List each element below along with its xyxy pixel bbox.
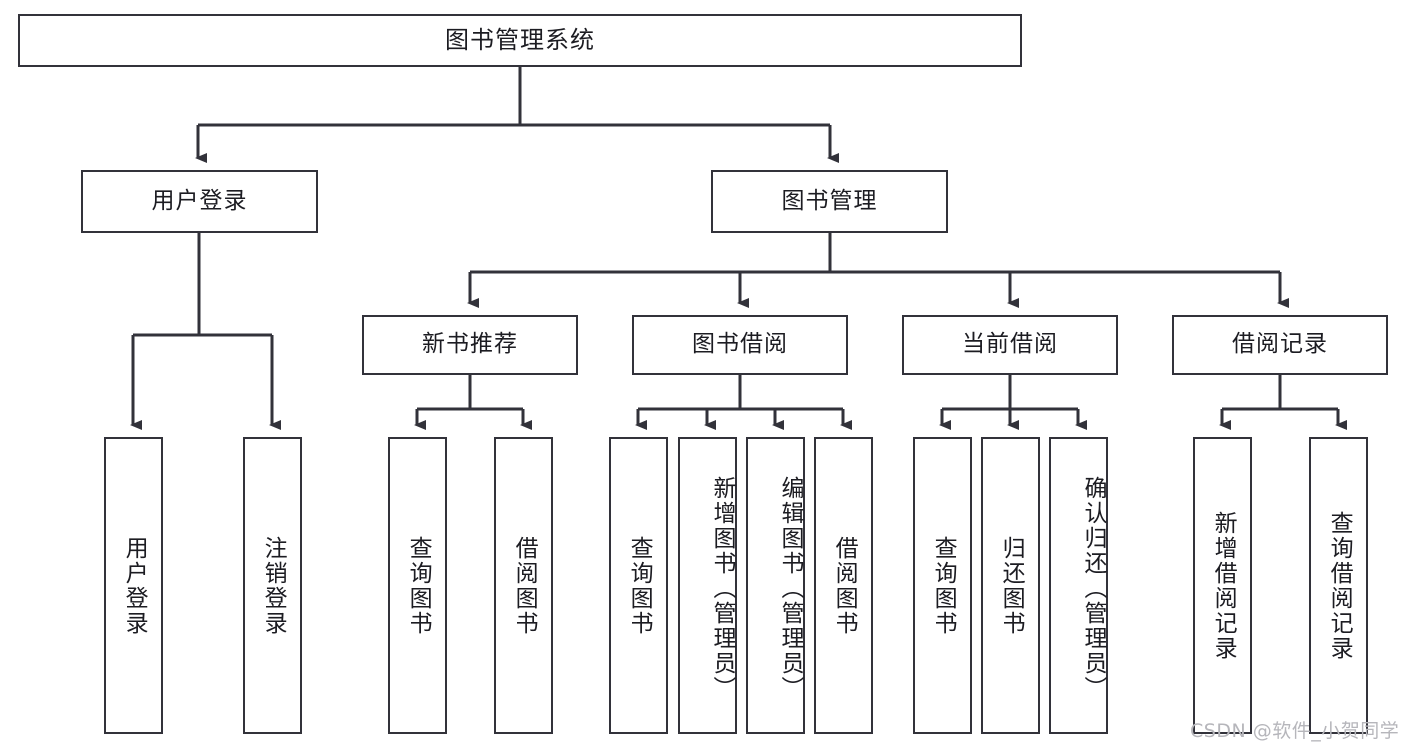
leaf-borrow-book-2-label: 借阅图书 (831, 535, 858, 636)
leaf-query-book-1[interactable]: 查询图书 (388, 437, 447, 734)
leaf-confirm-return-label: 确认归还（管理员） (1080, 476, 1106, 701)
leaf-edit-book[interactable]: 编辑图书（管理员） (746, 437, 805, 734)
leaf-query-book-3[interactable]: 查询图书 (913, 437, 972, 734)
node-new-book-recommend-label: 新书推荐 (422, 331, 518, 358)
leaf-confirm-return[interactable]: 确认归还（管理员） (1049, 437, 1108, 734)
leaf-borrow-book-1[interactable]: 借阅图书 (494, 437, 553, 734)
leaf-query-book-3-label: 查询图书 (930, 535, 957, 636)
leaf-query-book-2[interactable]: 查询图书 (609, 437, 668, 734)
leaf-query-book-1-label: 查询图书 (405, 535, 432, 636)
node-book-management[interactable]: 图书管理 (711, 170, 948, 233)
node-root[interactable]: 图书管理系统 (18, 14, 1022, 67)
node-user-login[interactable]: 用户登录 (81, 170, 318, 233)
leaf-add-book[interactable]: 新增图书（管理员） (678, 437, 737, 734)
csdn-watermark: CSDN @软件_小贺同学 (1190, 720, 1400, 742)
node-new-book-recommend[interactable]: 新书推荐 (362, 315, 578, 375)
leaf-add-book-label: 新增图书（管理员） (709, 476, 735, 701)
leaf-edit-book-label: 编辑图书（管理员） (777, 476, 803, 701)
leaf-add-record-label: 新增借阅记录 (1210, 510, 1237, 661)
leaf-query-record-label: 查询借阅记录 (1326, 510, 1353, 661)
leaf-logout-login-label: 注销登录 (260, 535, 287, 636)
node-root-label: 图书管理系统 (445, 26, 595, 55)
node-current-borrow-label: 当前借阅 (962, 331, 1058, 358)
leaf-add-record[interactable]: 新增借阅记录 (1193, 437, 1252, 734)
leaf-query-record[interactable]: 查询借阅记录 (1309, 437, 1368, 734)
node-borrow-record-label: 借阅记录 (1232, 331, 1328, 358)
leaf-logout-login[interactable]: 注销登录 (243, 437, 302, 734)
node-user-login-label: 用户登录 (151, 187, 248, 214)
leaf-borrow-book-1-label: 借阅图书 (511, 535, 538, 636)
leaf-user-login-label: 用户登录 (121, 535, 148, 636)
leaf-return-book-label: 归还图书 (998, 535, 1025, 636)
node-borrow-record[interactable]: 借阅记录 (1172, 315, 1388, 375)
node-book-borrow[interactable]: 图书借阅 (632, 315, 848, 375)
leaf-borrow-book-2[interactable]: 借阅图书 (814, 437, 873, 734)
leaf-return-book[interactable]: 归还图书 (981, 437, 1040, 734)
leaf-query-book-2-label: 查询图书 (626, 535, 653, 636)
leaf-user-login[interactable]: 用户登录 (104, 437, 163, 734)
node-book-borrow-label: 图书借阅 (692, 331, 788, 358)
node-book-management-label: 图书管理 (781, 187, 878, 214)
node-current-borrow[interactable]: 当前借阅 (902, 315, 1118, 375)
